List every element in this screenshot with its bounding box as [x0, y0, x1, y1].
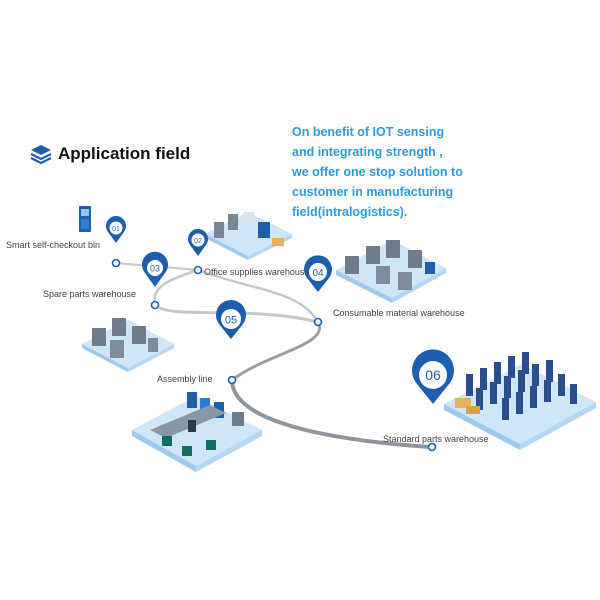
map-pin-06[interactable]: 06 — [412, 349, 454, 404]
station-label-consumable-material-warehouse: Consumable material warehouse — [333, 308, 465, 318]
route-stop-01 — [111, 258, 121, 268]
map-pin-04[interactable]: 04 — [304, 255, 333, 292]
map-pin-05[interactable]: 05 — [216, 300, 246, 339]
page-title: Application field — [58, 144, 191, 163]
intro-line: and integrating strength , — [292, 145, 443, 159]
route-segment — [230, 320, 322, 382]
map-pin-03[interactable]: 03 — [142, 251, 168, 287]
route-stops — [111, 258, 437, 452]
section-title: Application field — [30, 143, 190, 165]
spare-parts-warehouse-illustration — [82, 318, 174, 372]
pin-number: 03 — [150, 264, 160, 274]
pin-number: 02 — [194, 238, 202, 245]
route-stop-04 — [313, 317, 323, 327]
station-label-office-supplies-warehouse: Office supplies warehouse — [204, 267, 310, 277]
route-stop-03 — [150, 300, 160, 310]
route-segment — [230, 378, 432, 449]
pin-number: 04 — [312, 268, 324, 279]
pin-number: 05 — [225, 315, 237, 327]
intro-line: On benefit of IOT sensing — [292, 125, 445, 139]
route-stop-05 — [227, 375, 237, 385]
intro-line: customer in manufacturing — [292, 185, 454, 199]
route-segment — [196, 268, 320, 324]
layers-icon — [30, 145, 52, 165]
self-checkout-bin-illustration — [79, 206, 91, 232]
intro-line: field(intralogistics). — [292, 205, 408, 219]
station-label-assembly-line: Assembly line — [157, 374, 213, 384]
office-supplies-warehouse-illustration — [205, 212, 292, 260]
station-label-spare-parts-warehouse: Spare parts warehouse — [43, 289, 137, 299]
station-label-smart-self-checkout-bin: Smart self-checkout bin — [6, 240, 101, 250]
map-pin-02[interactable]: 02 — [187, 228, 208, 256]
intro-text: On benefit of IOT sensing and integratin… — [292, 122, 502, 222]
route-stop-02 — [193, 265, 203, 275]
standard-parts-warehouse-illustration — [444, 352, 596, 450]
route-stop-06 — [427, 442, 437, 452]
consumable-material-warehouse-illustration — [336, 240, 446, 303]
pin-number: 01 — [112, 226, 120, 233]
station-label-standard-parts-warehouse: Standard parts warehouse — [383, 434, 489, 444]
assembly-line-illustration — [132, 392, 262, 472]
route-network — [115, 262, 432, 449]
pin-number: 06 — [425, 367, 441, 383]
route-segment — [153, 268, 200, 307]
map-pin-01[interactable]: 01 — [106, 216, 126, 243]
intro-line: we offer one stop solution to — [292, 165, 463, 179]
